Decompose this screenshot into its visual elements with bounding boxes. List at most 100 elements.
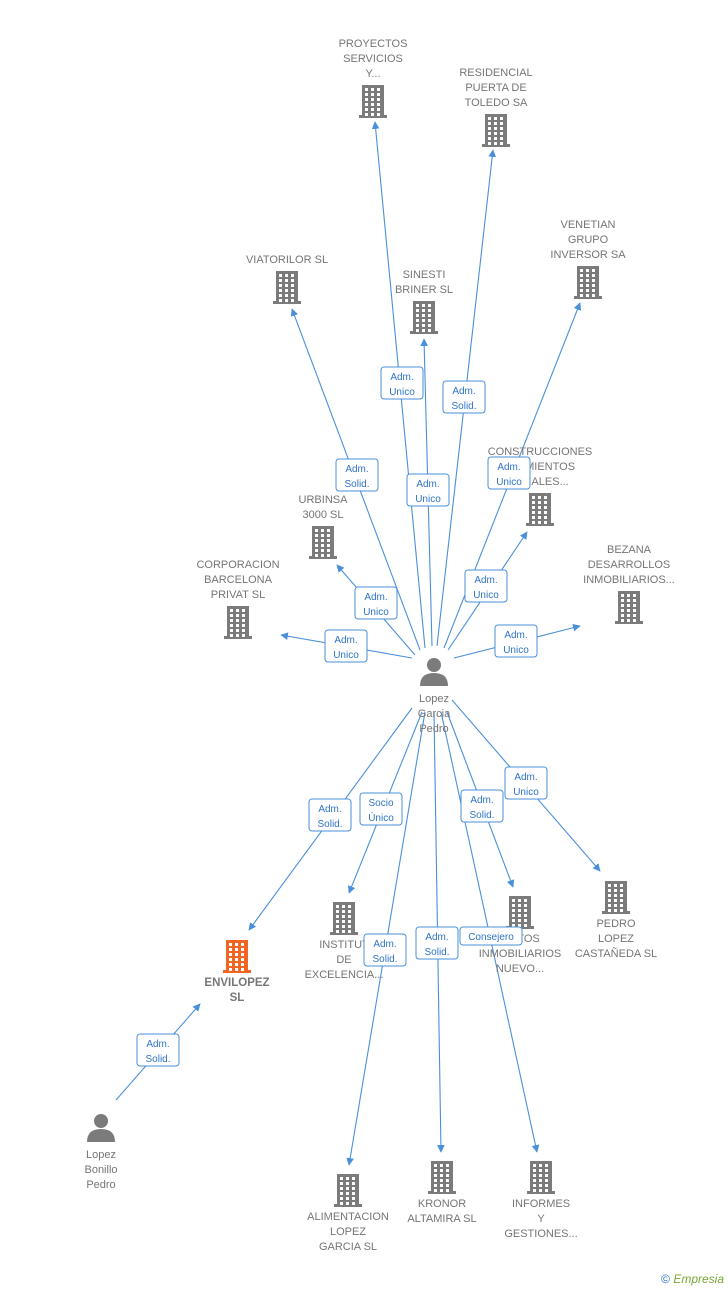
relation-label-box	[460, 789, 504, 823]
relation-label-text: Unico	[333, 650, 359, 661]
node-label: TOLEDO SA	[465, 97, 528, 109]
node-label: PEDRO	[596, 918, 636, 930]
node-viatorilor[interactable]: VIATORILOR SL	[246, 254, 328, 304]
relation-label-box	[464, 569, 508, 603]
building-icon	[224, 606, 252, 639]
node-informes[interactable]: INFORMES Y GESTIONES...	[504, 1161, 578, 1240]
relation-label[interactable]: Adm.Unico	[504, 766, 548, 800]
relation-label-box	[494, 624, 538, 658]
relation-label-text: Unico	[363, 607, 389, 618]
relation-label-text: Adm.	[345, 464, 368, 475]
node-label: DE	[336, 954, 351, 966]
node-label: ALIMENTACION	[307, 1211, 389, 1223]
node-label: GESTIONES...	[504, 1228, 577, 1240]
relation-label-text: Adm.	[504, 630, 527, 641]
node-label: Pedro	[86, 1179, 115, 1191]
relation-label-box	[406, 473, 450, 507]
relation-label-text: Adm.	[497, 462, 520, 473]
node-label: LOPEZ	[598, 933, 634, 945]
building-icon	[223, 940, 251, 973]
relation-label[interactable]: Adm. Unico	[380, 366, 424, 400]
node-label: URBINSA	[299, 494, 349, 506]
node-alimentacion[interactable]: ALIMENTACION LOPEZ GARCIA SL	[307, 1174, 389, 1253]
node-label: Garcia	[418, 708, 451, 720]
node-urbinsa[interactable]: URBINSA 3000 SL	[299, 494, 349, 559]
relation-label-text: Adm.	[334, 635, 357, 646]
relation-label[interactable]: Adm.Unico	[464, 569, 508, 603]
relation-label[interactable]: Adm. Unico	[354, 586, 398, 620]
relation-label-text: Solid.	[469, 810, 494, 821]
node-label: INMOBILIARIOS	[479, 948, 562, 960]
node-label: CORPORACION	[196, 559, 279, 571]
node-label: INFORMES	[512, 1198, 570, 1210]
relation-label-text: Unico	[389, 387, 415, 398]
relation-label-text: Adm.	[452, 386, 475, 397]
building-icon	[506, 896, 534, 929]
node-bezana[interactable]: BEZANADESARROLLOSINMOBILIARIOS...	[583, 544, 675, 624]
building-icon	[526, 493, 554, 526]
relation-label[interactable]: Adm.Solid.	[136, 1033, 180, 1067]
node-label: GARCIA SL	[319, 1241, 377, 1253]
brand-credit[interactable]: © Empresia	[661, 1272, 724, 1286]
relation-label[interactable]: Adm.Solid.	[308, 798, 352, 832]
relation-label[interactable]: Adm. Unico	[487, 456, 531, 490]
node-label: VENETIAN	[560, 219, 615, 231]
relation-label-box	[380, 366, 424, 400]
node-label: Lopez	[86, 1149, 116, 1161]
copyright-symbol: ©	[661, 1272, 670, 1286]
relation-label[interactable]: Consejero	[459, 926, 523, 946]
node-label: 3000 SL	[303, 509, 344, 521]
node-proyectos[interactable]: PROYECTOSSERVICIOSY...	[339, 38, 408, 118]
node-instituto[interactable]: INSTITUTDEEXCELENCIA...	[305, 902, 384, 981]
building-icon	[482, 114, 510, 147]
building-icon	[273, 271, 301, 304]
relation-label[interactable]: Adm.Unico	[494, 624, 538, 658]
relation-label-box	[308, 798, 352, 832]
building-icon	[574, 266, 602, 299]
relation-label[interactable]: Adm.Solid.	[415, 926, 459, 960]
node-label: PRIVAT SL	[211, 589, 265, 601]
relation-label-text: Unico	[513, 787, 539, 798]
node-label: ENVILOPEZ	[204, 977, 269, 989]
node-label: LOPEZ	[330, 1226, 366, 1238]
relation-label-text: Unico	[496, 477, 522, 488]
relation-label-box	[442, 380, 486, 414]
relation-label[interactable]: Adm.Solid.	[460, 789, 504, 823]
node-label: INSTITUT	[319, 939, 369, 951]
node-label: SERVICIOS	[343, 53, 403, 65]
relation-label-box	[363, 933, 407, 967]
building-icon	[428, 1161, 456, 1194]
building-icon	[602, 881, 630, 914]
relation-label-box	[487, 456, 531, 490]
relation-label-text: Solid.	[344, 479, 369, 490]
relation-label[interactable]: Adm. Unico	[324, 629, 368, 663]
node-label: SINESTI	[403, 269, 446, 281]
relation-label-box	[324, 629, 368, 663]
relation-label-text: Adm.	[364, 592, 387, 603]
relation-label[interactable]: Adm.Solid.	[363, 933, 407, 967]
building-icon	[615, 591, 643, 624]
building-icon	[410, 301, 438, 334]
node-label: SL	[230, 992, 245, 1004]
relation-label-text: Adm.	[474, 575, 497, 586]
relation-label-text: Socio	[368, 798, 393, 809]
node-envilopez[interactable]: ENVILOPEZ SL	[204, 940, 270, 1004]
relation-label[interactable]: Adm.Solid.	[442, 380, 486, 414]
relation-label-text: Adm.	[390, 372, 413, 383]
node-label: Y	[537, 1213, 545, 1225]
relation-label[interactable]: Adm.Unico	[406, 473, 450, 507]
node-label: Pedro	[419, 723, 448, 735]
relation-label[interactable]: Adm. Solid.	[335, 458, 379, 492]
